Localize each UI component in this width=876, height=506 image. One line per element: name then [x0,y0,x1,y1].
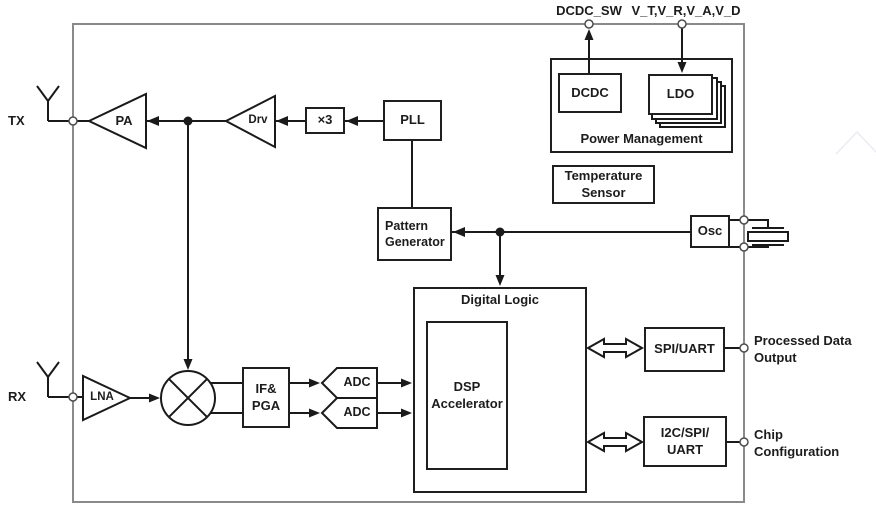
pin-circles [68,19,749,447]
junction-dots [183,116,505,237]
bidirectional-arrow-icons [585,337,645,453]
mixer-icon [160,370,216,426]
lna-amplifier-icon [82,374,133,422]
rx-antenna-icon [36,361,70,398]
ldo-stack-pages [651,77,726,128]
crystal-icon [747,219,789,248]
watermark-chevron-icon [835,130,876,155]
adc-top-shape [320,367,378,399]
chip-boundary [72,23,745,503]
clock-wires [452,219,740,278]
rx-chain-wires [77,382,403,414]
tx-antenna-icon [36,85,70,122]
adc-bottom-shape [320,397,378,429]
power-wires [588,28,683,73]
power-arrowheads [584,29,687,73]
pa-amplifier-icon [86,92,147,150]
drv-amplifier-icon [223,94,276,149]
tx-chain-arrowheads [147,116,358,370]
interface-wires [725,347,740,443]
rx-chain-arrowheads [149,378,412,418]
tx-chain-wires [77,120,413,360]
clock-arrowheads [453,227,505,286]
